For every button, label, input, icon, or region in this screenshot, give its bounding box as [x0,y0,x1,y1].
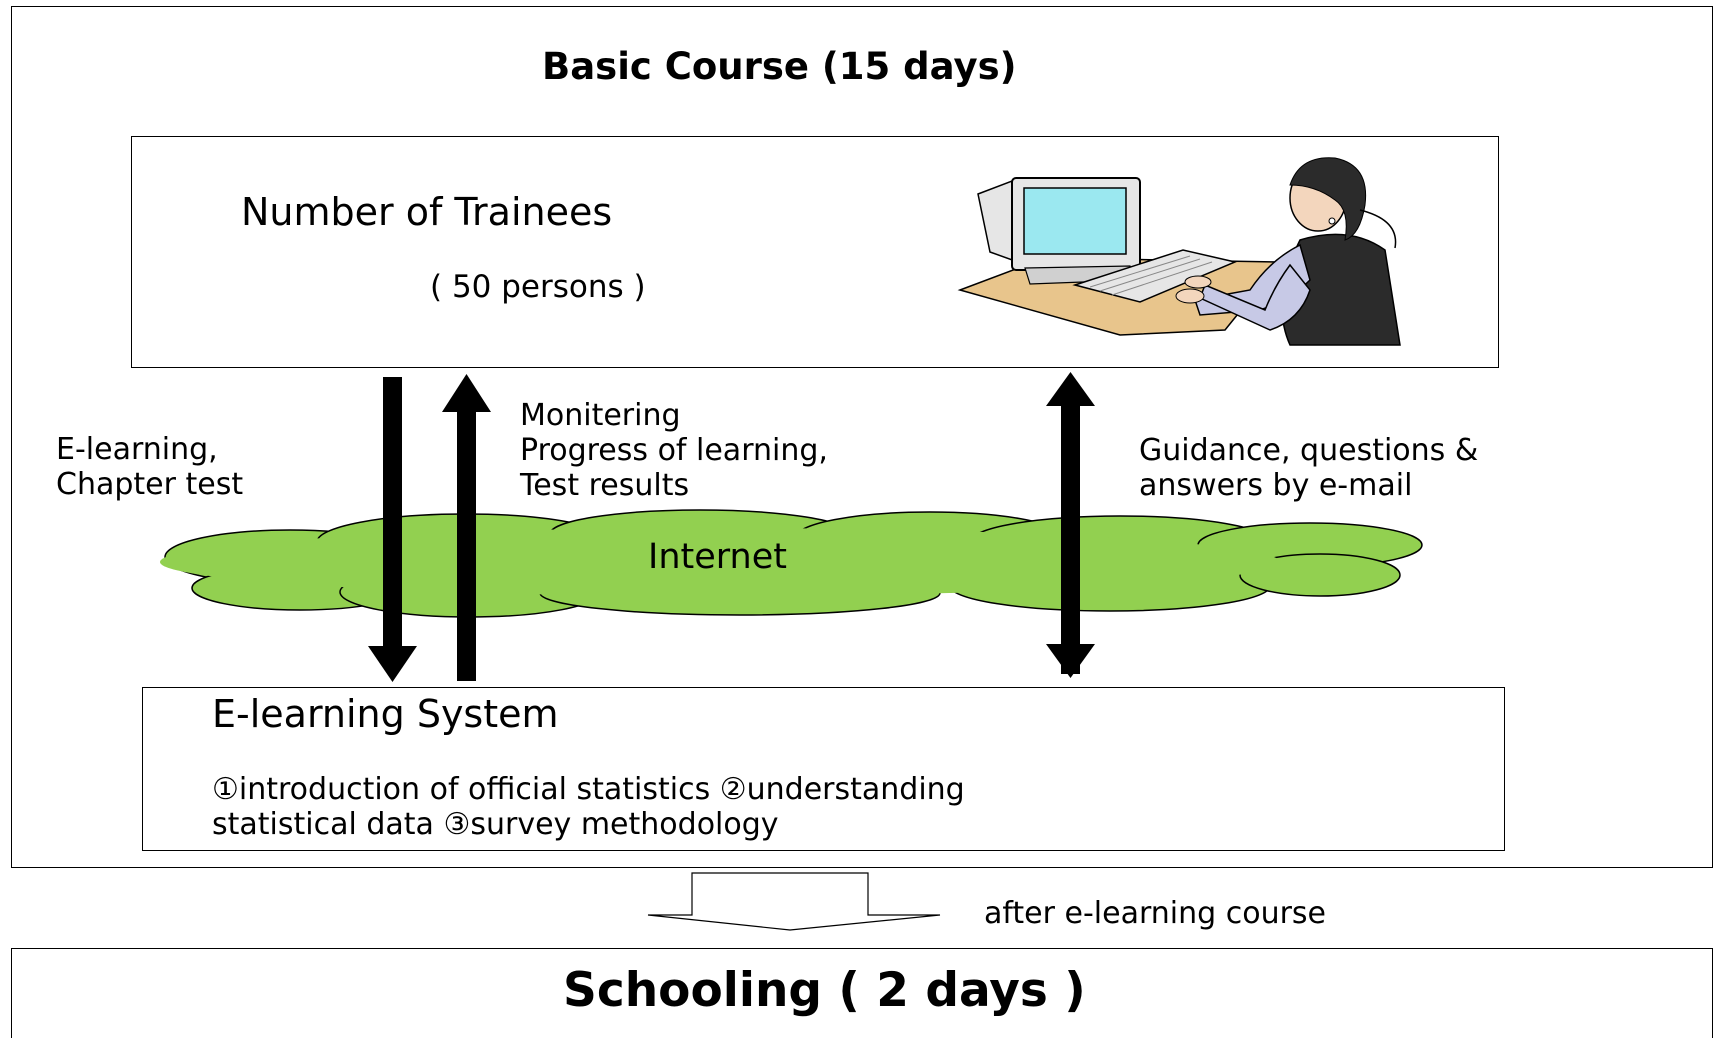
person-at-computer-icon [957,157,1401,346]
down-arrow-elearning [368,377,417,682]
system-content-line1: ①introduction of official statistics ②un… [212,772,965,807]
transition-label: after e-learning course [984,896,1326,931]
trainees-count: ( 50 persons ) [430,269,646,305]
elearning-label: E-learning, [56,432,218,467]
email-label: answers by e-mail [1139,468,1413,503]
basic-course-title: Basic Course (15 days) [542,45,1017,88]
test-results-label: Test results [520,468,690,503]
elearning-system-title: E-learning System [212,692,559,736]
monitoring-label: Monitering [520,398,681,433]
schooling-box [11,948,1713,1038]
elearning-system-box [142,687,1505,851]
trainees-title: Number of Trainees [241,190,613,234]
up-arrow-monitoring [442,374,491,681]
transition-arrow [647,872,941,931]
schooling-title: Schooling ( 2 days ) [563,963,1086,1018]
system-content-line2: statistical data ③survey methodology [212,807,779,842]
internet-label: Internet [648,537,787,577]
chapter-test-label: Chapter test [56,467,244,502]
internet-cloud [160,509,1423,618]
guidance-label: Guidance, questions & [1139,433,1479,468]
progress-label: Progress of learning, [520,433,828,468]
double-arrow-guidance [1046,372,1095,678]
